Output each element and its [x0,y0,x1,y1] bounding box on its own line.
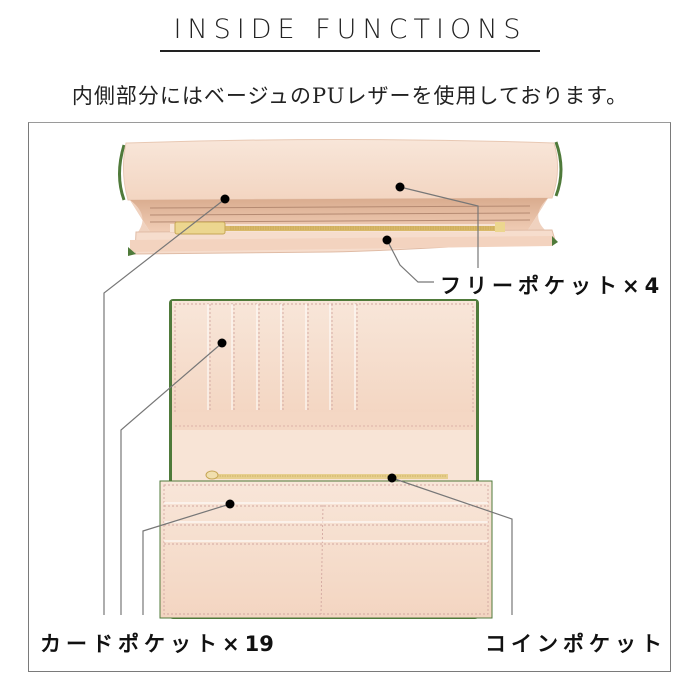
dot-card-pocket-2 [225,499,235,509]
coin-pocket-text: コインポケット [485,632,667,656]
dot-free-pocket-2 [220,194,230,204]
dot-coin-pocket [387,473,397,483]
coin-pocket-label: コインポケット [485,628,667,658]
dot-free-pocket-3 [382,235,392,245]
card-pocket-count: 19 [244,632,274,656]
page-title: INSIDE FUNCTIONS [173,14,527,45]
dot-card-pocket-1 [217,338,227,348]
dot-free-pocket-1 [395,182,405,192]
card-pocket-label: カードポケット×19 [40,628,274,658]
free-pocket-count: 4 [644,274,660,298]
free-pocket-text: フリーポケット× [440,274,645,298]
leader-lines [103,186,513,615]
card-pocket-text: カードポケット× [40,632,245,656]
title-underline [160,50,540,52]
subtitle: 内側部分にはベージュのPUレザーを使用しております。 [71,84,629,108]
content-frame [28,122,671,672]
wallet-top-view [118,139,563,256]
wallet-open-view [159,299,493,619]
free-pocket-label: フリーポケット×4 [440,270,659,300]
callout-dots [217,182,405,509]
